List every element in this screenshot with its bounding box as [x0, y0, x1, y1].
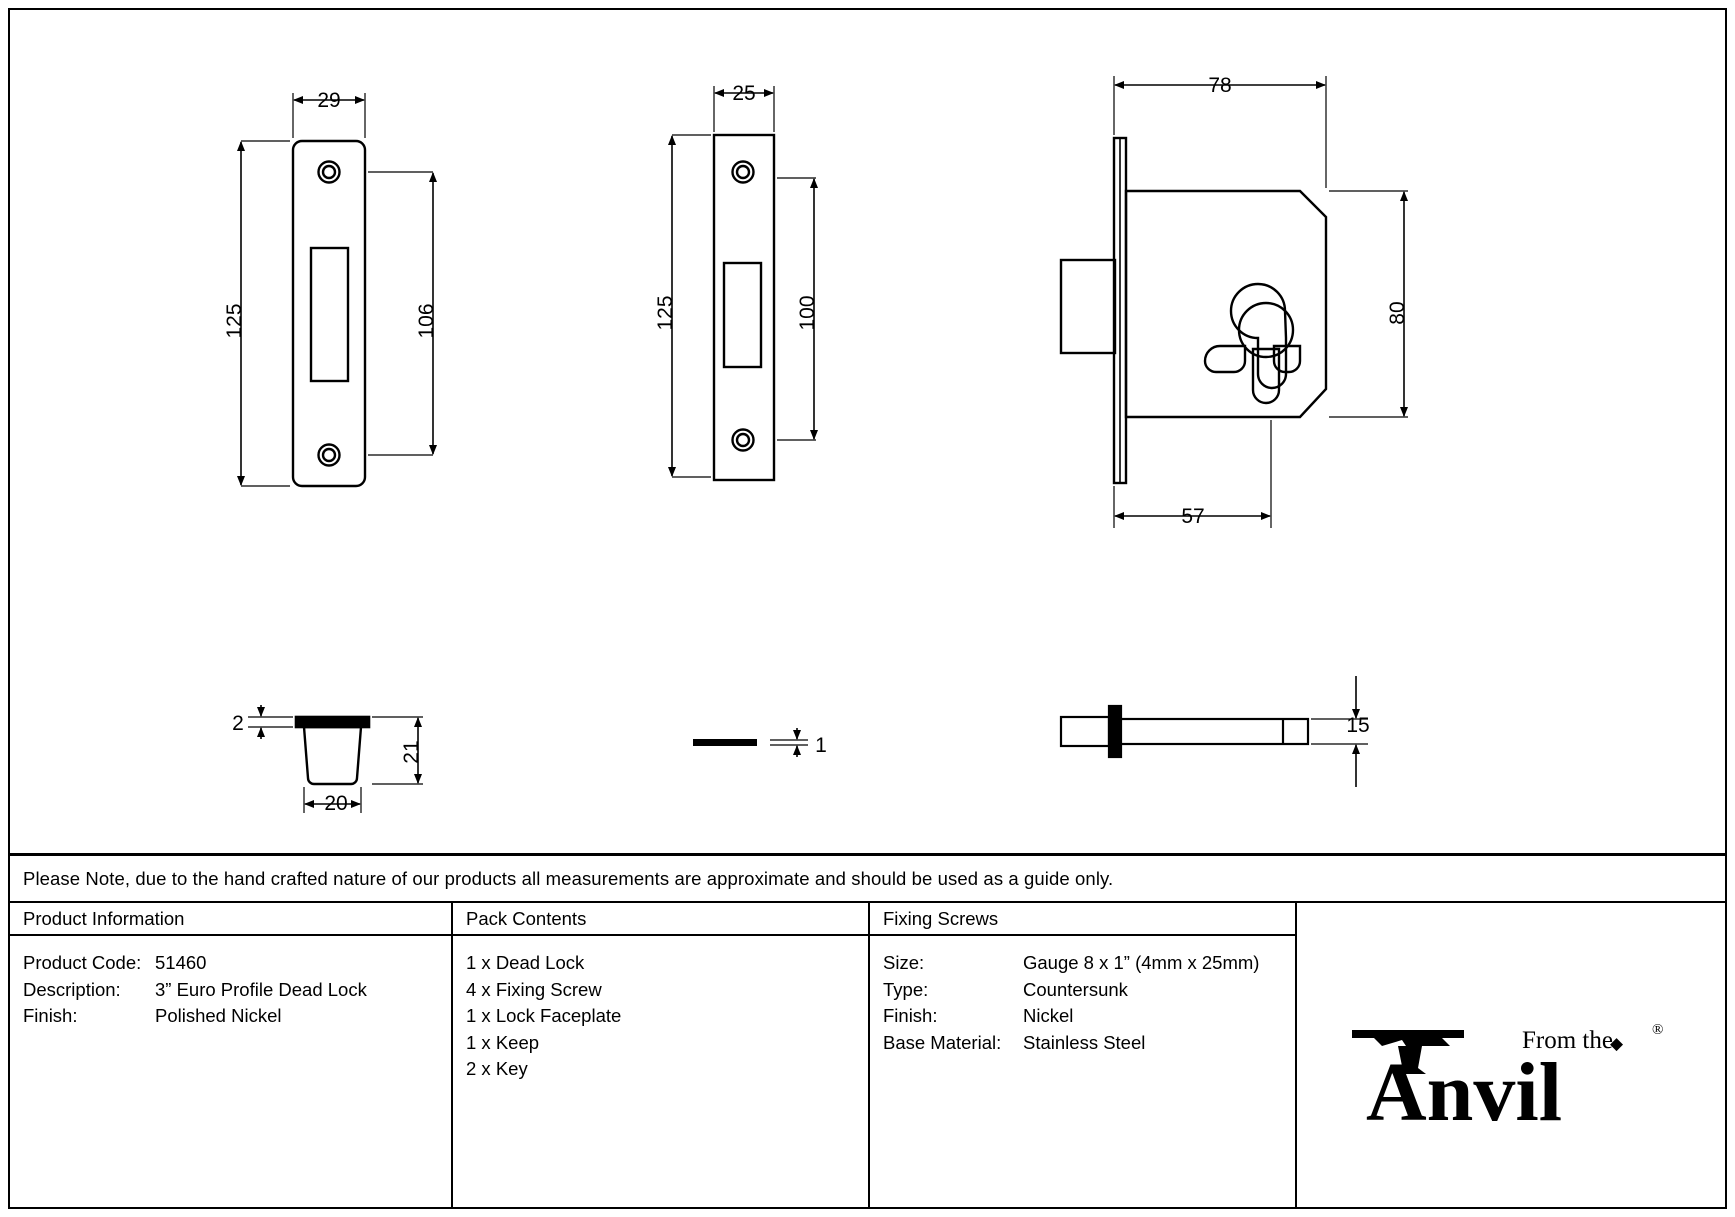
dim-label-15: 15	[1346, 714, 1369, 737]
sheet-border	[8, 8, 1727, 1209]
screw-finish-label: Finish:	[883, 1005, 938, 1026]
screw-size-label: Size:	[883, 952, 925, 973]
information-block: Please Note, due to the hand crafted nat…	[10, 853, 1725, 1209]
dim-label-25: 25	[732, 82, 755, 105]
view-keep-side	[248, 705, 423, 813]
product-code-row: Product Code: 51460	[23, 950, 451, 977]
logo-anvil-text: Anvil	[1366, 1046, 1562, 1136]
dim-label-21: 21	[400, 740, 423, 763]
dim-label-100: 100	[796, 295, 819, 330]
pack-contents-item: 1 x Dead Lock	[466, 952, 585, 973]
screw-type-value: Countersunk	[1023, 978, 1128, 1000]
product-code-value: 51460	[155, 952, 207, 973]
screw-size-value: Gauge 8 x 1” (4mm x 25mm)	[1023, 952, 1260, 973]
product-information-heading: Product Information	[10, 903, 451, 936]
pack-contents-item: 4 x Fixing Screw	[466, 978, 602, 1000]
fixing-screws-heading: Fixing Screws	[870, 903, 1295, 936]
screw-base-material-row: Base Material: Stainless Steel	[883, 1030, 1295, 1057]
fixing-screws-column: Fixing Screws Size: Gauge 8 x 1” (4mm x …	[870, 903, 1297, 1209]
pack-contents-heading: Pack Contents	[453, 903, 868, 936]
pack-contents-column: Pack Contents 1 x Dead Lock 4 x Fixing S…	[453, 903, 870, 1209]
pack-contents-item: 1 x Lock Faceplate	[466, 1005, 622, 1026]
dim-label-125-mid: 125	[654, 295, 677, 330]
info-columns: Product Information Product Code: 51460 …	[10, 903, 1725, 1209]
view-lock-case-front	[668, 86, 818, 482]
dim-label-20: 20	[324, 792, 347, 815]
screw-finish-row: Finish: Nickel	[883, 1003, 1295, 1030]
dim-label-106: 106	[415, 303, 438, 338]
dim-label-80: 80	[1386, 301, 1409, 324]
screw-base-material-label: Base Material:	[883, 1031, 1002, 1053]
pack-contents-item: 1 x Keep	[466, 1031, 540, 1053]
dim-label-2: 2	[232, 712, 244, 735]
product-information-column: Product Information Product Code: 51460 …	[10, 903, 453, 1209]
view-faceplate-front	[237, 93, 437, 488]
from-the-anvil-logo: Anvil From the ◆ ®	[1346, 1016, 1676, 1136]
screw-type-label: Type:	[883, 978, 929, 1000]
pack-contents-body: 1 x Dead Lock 4 x Fixing Screw 1 x Lock …	[453, 936, 868, 1083]
brand-logo-column: Anvil From the ◆ ®	[1297, 903, 1725, 1209]
screw-base-material-value: Stainless Steel	[1023, 1031, 1146, 1053]
description-row: Description: 3” Euro Profile Dead Lock	[23, 977, 451, 1004]
disclaimer-note-row: Please Note, due to the hand crafted nat…	[10, 853, 1725, 903]
finish-row: Finish: Polished Nickel	[23, 1003, 451, 1030]
dim-label-29: 29	[317, 89, 340, 112]
logo-from-the-text: From the	[1522, 1027, 1613, 1054]
product-information-body: Product Code: 51460 Description: 3” Euro…	[10, 936, 451, 1030]
dim-label-1: 1	[815, 734, 827, 757]
dim-label-78: 78	[1208, 74, 1231, 97]
fixing-screws-body: Size: Gauge 8 x 1” (4mm x 25mm) Type: Co…	[870, 936, 1295, 1056]
dim-label-57: 57	[1181, 505, 1204, 528]
product-code-label: Product Code:	[23, 952, 142, 973]
view-lock-body-side	[1059, 76, 1408, 528]
dim-label-125-left: 125	[223, 303, 246, 338]
pack-contents-item: 2 x Key	[466, 1058, 528, 1079]
disclaimer-note: Please Note, due to the hand crafted nat…	[23, 867, 1114, 889]
screw-finish-value: Nickel	[1023, 1005, 1074, 1026]
description-label: Description:	[23, 978, 121, 1000]
anvil-icon	[1352, 1030, 1464, 1074]
drawing-canvas: 29 125 106 25 125 100 78 80 57 2 21 20 1…	[8, 8, 1727, 853]
screw-size-row: Size: Gauge 8 x 1” (4mm x 25mm)	[883, 950, 1295, 977]
description-value: 3” Euro Profile Dead Lock	[155, 978, 367, 1000]
finish-label: Finish:	[23, 1005, 78, 1026]
view-key-side	[1059, 676, 1368, 787]
logo-diamond-icon: ◆	[1610, 1034, 1624, 1053]
brand-logo-cell: Anvil From the ◆ ®	[1297, 903, 1725, 1209]
finish-value: Polished Nickel	[155, 1005, 282, 1026]
view-faceplate-edge	[693, 728, 808, 757]
screw-type-row: Type: Countersunk	[883, 977, 1295, 1004]
logo-registered-mark-icon: ®	[1652, 1022, 1663, 1038]
